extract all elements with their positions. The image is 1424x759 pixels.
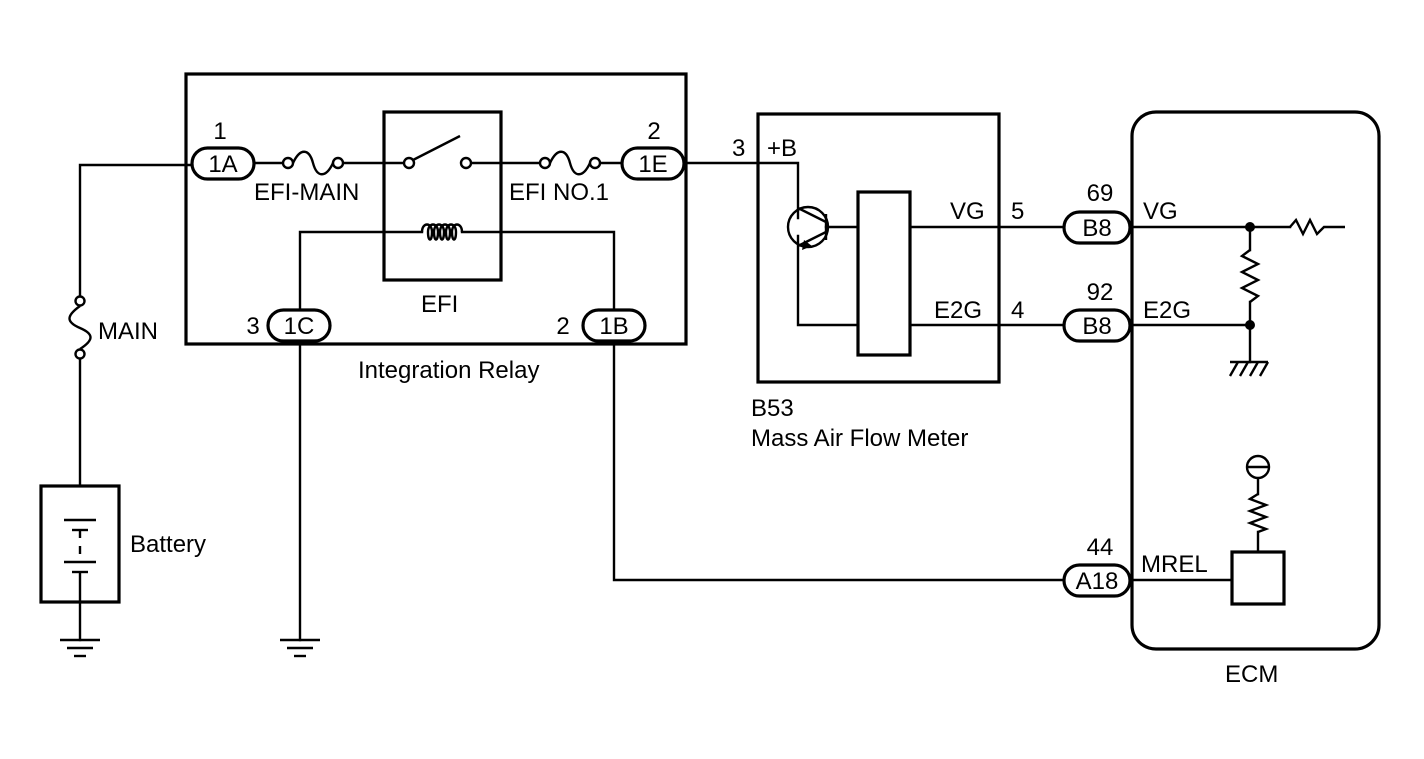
relay-switch-icon xyxy=(402,134,473,170)
maf-vg-pin: 5 xyxy=(1011,198,1024,225)
connector-1c-pin: 3 xyxy=(246,313,259,340)
connector-1b-code: 1B xyxy=(599,313,628,340)
main-fuse-icon xyxy=(68,305,92,351)
connector-1e-pin: 2 xyxy=(647,118,660,145)
ecm-resistor-horizontal-icon xyxy=(1289,217,1345,237)
connector-b8-vg xyxy=(1062,210,1132,245)
transistor-icon xyxy=(786,205,830,250)
maf-e2g-pin: 4 xyxy=(1011,297,1024,324)
wire-1b-to-a18 xyxy=(612,338,1066,582)
mass-air-flow-meter: 3 +B VG 5 E2G 4 B53 Mass Air Flow Meter xyxy=(732,112,1024,452)
wire-coil-to-1b xyxy=(460,230,616,314)
ecm-resistor-vertical-icon xyxy=(1239,249,1261,303)
connector-1a-code: 1A xyxy=(208,151,237,178)
connector-b8-e2g xyxy=(1062,308,1132,343)
connector-1e xyxy=(620,146,686,181)
main-fuse: MAIN xyxy=(68,295,158,360)
connector-1e-code: 1E xyxy=(638,151,667,178)
ecm-mrel-name: MREL xyxy=(1141,551,1208,578)
fuse-efi-no1-icon xyxy=(538,150,602,176)
maf-sensor-block xyxy=(856,190,912,357)
maf-name: Mass Air Flow Meter xyxy=(751,425,968,452)
ecm-e2g-pin: 92 xyxy=(1087,279,1114,306)
ecm-mrel-pin: 44 xyxy=(1087,534,1114,561)
fuse-efi-main-icon xyxy=(281,150,345,176)
relay-coil-icon xyxy=(420,223,464,241)
relay-ground-icon xyxy=(280,638,320,658)
connector-1c xyxy=(266,308,332,343)
integration-relay-box xyxy=(184,72,688,346)
maf-code: B53 xyxy=(751,395,794,422)
connector-a18-mrel xyxy=(1062,563,1132,598)
main-fuse-label: MAIN xyxy=(98,318,158,345)
ecm-e2g-name: E2G xyxy=(1143,297,1191,324)
ecm-vg-name: VG xyxy=(1143,198,1178,225)
connector-1c-code: 1C xyxy=(284,313,315,340)
ecm: B8 69 VG B8 92 E2G A18 44 MREL ECM xyxy=(1062,110,1381,688)
ecm-junction-vg xyxy=(1245,222,1255,232)
integration-relay-title: Integration Relay xyxy=(358,357,539,384)
ecm-junction-e2g xyxy=(1245,320,1255,330)
ecm-label: ECM xyxy=(1225,661,1278,688)
efi-relay-box xyxy=(382,110,503,282)
battery: Battery xyxy=(39,484,206,604)
connector-1b xyxy=(581,308,647,343)
connector-b8-vg-code: B8 xyxy=(1082,215,1111,242)
battery-label: Battery xyxy=(130,531,206,558)
connector-a18-code: A18 xyxy=(1076,568,1119,595)
ecm-chassis-ground-icon xyxy=(1228,360,1270,377)
maf-box xyxy=(756,112,1001,384)
connector-1a-pin: 1 xyxy=(213,118,226,145)
efi-relay-label: EFI xyxy=(421,291,458,318)
maf-e2g-name: E2G xyxy=(934,297,982,324)
wire-battery-to-1a xyxy=(78,163,194,488)
wire-1e-to-maf-b xyxy=(682,161,800,220)
connector-1a xyxy=(190,146,256,181)
fuse-efi-main-label: EFI-MAIN xyxy=(254,179,359,206)
wires xyxy=(78,161,1292,642)
battery-icon xyxy=(64,518,96,602)
connector-b8-e2g-code: B8 xyxy=(1082,313,1111,340)
wire-maf-emitter-loop xyxy=(796,234,860,327)
maf-pin-b: 3 xyxy=(732,135,745,162)
connector-1b-pin: 2 xyxy=(556,313,569,340)
battery-ground-icon xyxy=(60,600,100,658)
ecm-box xyxy=(1130,110,1381,651)
maf-pin-b-name: +B xyxy=(767,135,797,162)
ecm-mrel-driver-block xyxy=(1230,550,1286,606)
maf-vg-name: VG xyxy=(950,198,985,225)
ecm-vg-pin: 69 xyxy=(1087,180,1114,207)
fuse-efi-no1-label: EFI NO.1 xyxy=(509,179,609,206)
integration-relay: EFI-MAIN EFI NO.1 EFI Integration Relay … xyxy=(184,72,688,384)
wire-coil-to-1c xyxy=(298,230,424,314)
ecm-mrel-resistor-icon xyxy=(1246,492,1270,534)
